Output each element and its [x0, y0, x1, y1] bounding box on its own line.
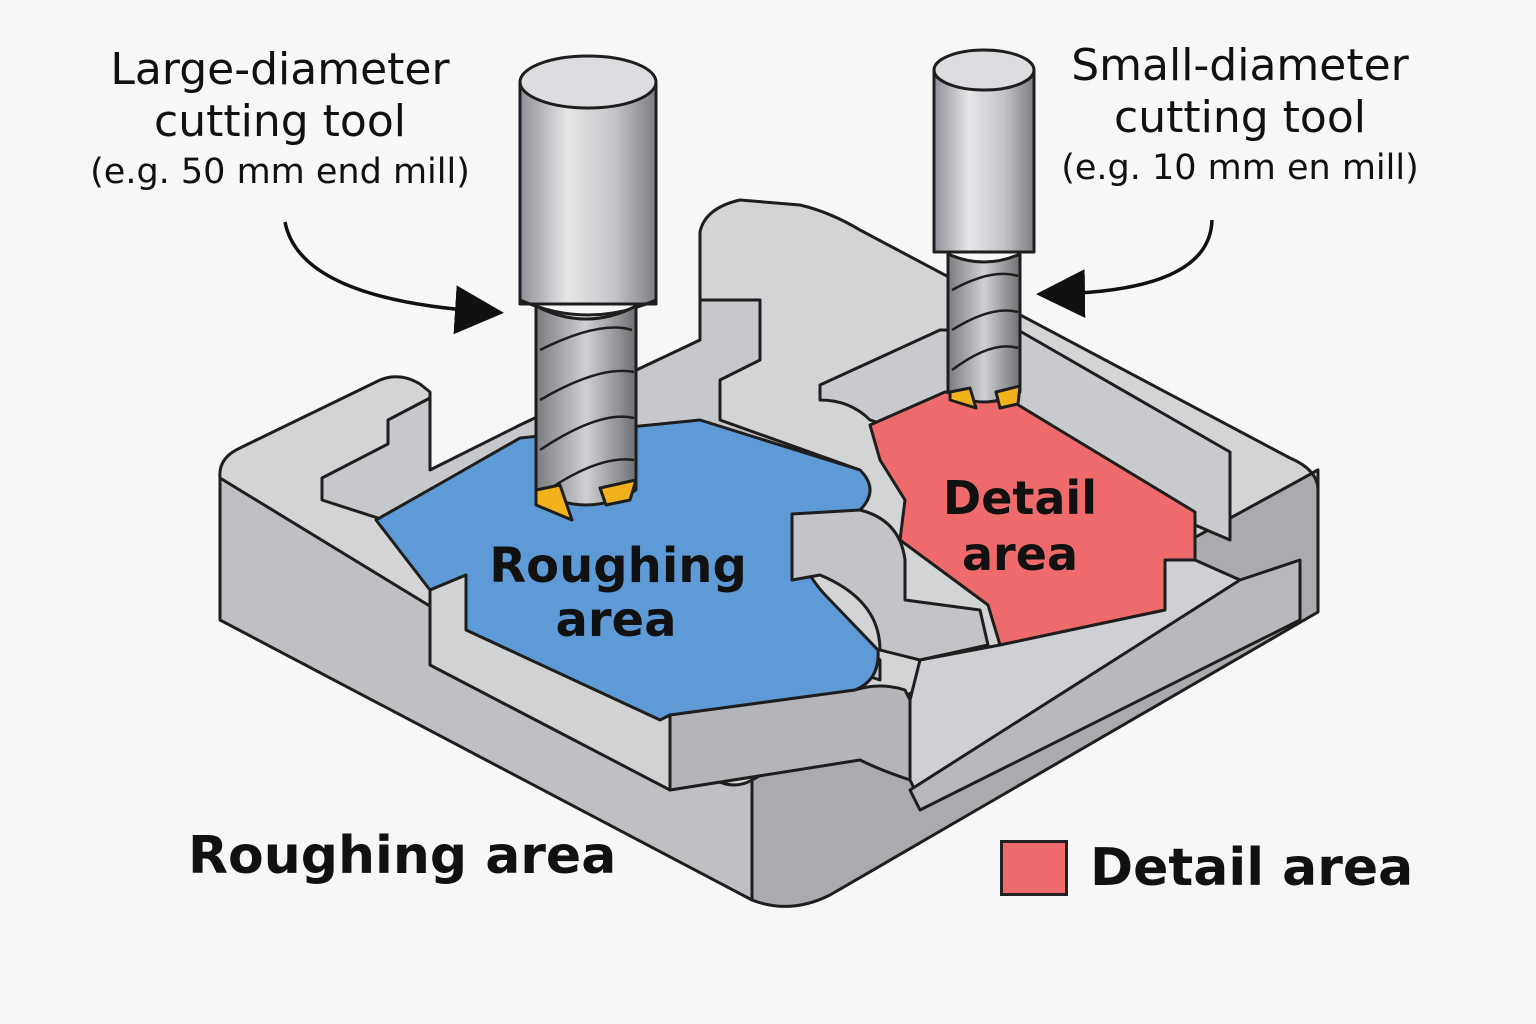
- roughing-pocket-wall-front: [428, 573, 672, 792]
- small-tool-callout-line3: (e.g. 10 mm en mill): [1061, 147, 1419, 188]
- small-tool-callout: Small-diameter cutting tool (e.g. 10 mm …: [1030, 40, 1450, 189]
- legend-roughing-label: Roughing area: [188, 826, 617, 886]
- curved-arrow-icon: [283, 221, 504, 335]
- roughing-area-label-line2: area: [555, 592, 676, 648]
- detail-area-label-line1: Detail: [943, 471, 1097, 525]
- large-tool-callout: Large-diameter cutting tool (e.g. 50 mm …: [60, 44, 500, 193]
- legend-detail-swatch: [1000, 840, 1068, 896]
- small-tool-callout-line1: Small-diameter: [1071, 40, 1409, 91]
- legend-detail-label: Detail area: [1090, 838, 1414, 898]
- detail-pocket-outer-front: [908, 558, 1302, 812]
- large-tool-callout-line1: Large-diameter: [110, 44, 450, 95]
- small-tool-callout-line2: cutting tool: [1114, 91, 1366, 143]
- roughing-area-label-line1: Roughing: [489, 538, 747, 594]
- large-tool-callout-line2: cutting tool: [154, 95, 406, 147]
- large-tool-callout-line3: (e.g. 50 mm end mill): [90, 151, 470, 192]
- detail-pocket: [790, 328, 1302, 812]
- curved-arrow-icon: [1036, 219, 1214, 319]
- legend-detail: Detail area: [1000, 838, 1413, 898]
- small-end-mill-icon: [932, 48, 1036, 410]
- large-end-mill-icon: [518, 54, 658, 522]
- detail-area-label-line2: area: [962, 527, 1078, 581]
